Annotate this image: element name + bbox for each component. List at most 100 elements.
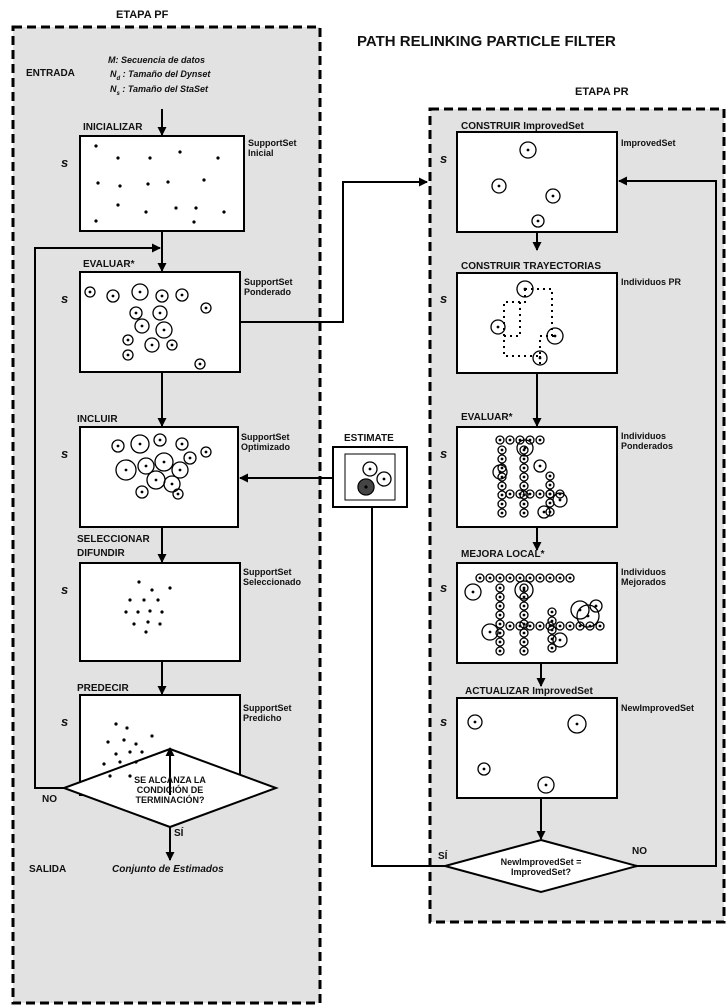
pf-step-label-predecir: PREDECIR <box>77 683 129 694</box>
particle-dot <box>524 447 527 450</box>
stage-pr-title: ETAPA PR <box>575 86 629 98</box>
pf-step-label-inicializar: INICIALIZAR <box>83 122 142 133</box>
particle-dot <box>499 614 502 617</box>
particle-dot <box>159 439 162 442</box>
particle-dot <box>148 156 151 159</box>
particle-dot <box>178 150 181 153</box>
pf-s-symbol-3: s <box>61 446 68 461</box>
pf-set-label-inicial: SupportSetInicial <box>248 138 297 158</box>
particle-dot <box>523 596 526 599</box>
pf-box-inicial <box>80 136 244 231</box>
pf-input-line-3: Ns : Tamaño del StaSet <box>110 84 208 99</box>
particle-dot <box>559 577 562 580</box>
particle-dot <box>364 485 367 488</box>
particle-dot <box>163 461 166 464</box>
particle-dot <box>181 294 184 297</box>
particle-dot <box>134 760 137 763</box>
particle-dot <box>509 439 512 442</box>
pf-output-label: SALIDA <box>29 864 66 875</box>
particle-dot <box>501 512 504 515</box>
particle-dot <box>222 210 225 213</box>
particle-dot <box>501 458 504 461</box>
particle-dot <box>158 622 161 625</box>
particle-dot <box>529 493 532 496</box>
particle-dot <box>114 752 117 755</box>
particle-dot <box>509 493 512 496</box>
particle-dot <box>559 499 562 502</box>
particle-dot <box>174 206 177 209</box>
particle-dot <box>479 577 482 580</box>
pr-set-label-ponderados: IndividuosPonderados <box>621 431 673 451</box>
particle-dot <box>472 591 475 594</box>
particle-dot <box>552 195 555 198</box>
particle-dot <box>501 467 504 470</box>
pf-output-text: Conjunto de Estimados <box>112 864 224 875</box>
particle-dot <box>569 625 572 628</box>
pr-step-label-mejora-local: MEJORA LOCAL* <box>461 549 545 560</box>
particle-dot <box>135 312 138 315</box>
particle-dot <box>159 312 162 315</box>
particle-dot <box>171 344 174 347</box>
particle-dot <box>587 615 590 618</box>
particle-dot <box>94 144 97 147</box>
particle-dot <box>499 587 502 590</box>
particle-dot <box>96 181 99 184</box>
particle-dot <box>139 291 142 294</box>
particle-dot <box>489 631 492 634</box>
pf-s-symbol-5: s <box>61 714 68 729</box>
particle-dot <box>156 598 159 601</box>
pr-step-label-trayectorias: CONSTRUIR TRAYECTORIAS <box>461 261 601 272</box>
particle-dot <box>529 625 532 628</box>
pf-step-label-evaluar: EVALUAR* <box>83 259 134 270</box>
particle-dot <box>499 577 502 580</box>
particle-dot <box>537 220 540 223</box>
particle-dot <box>116 156 119 159</box>
particle-dot <box>127 339 130 342</box>
particle-dot <box>140 750 143 753</box>
pr-set-label-newimprovedset: NewImprovedSet <box>621 703 694 713</box>
pf-input-label: ENTRADA <box>26 68 75 79</box>
particle-dot <box>499 641 502 644</box>
pf-step-label-incluir: INCLUIR <box>77 414 118 425</box>
particle-dot <box>179 469 182 472</box>
particle-dot <box>523 458 526 461</box>
particle-dot <box>529 577 532 580</box>
pr-set-label-improvedset: ImprovedSet <box>621 138 676 148</box>
particle-dot <box>383 478 386 481</box>
particle-dot <box>539 439 542 442</box>
particle-dot <box>142 598 145 601</box>
particle-dot <box>523 614 526 617</box>
particle-dot <box>549 493 552 496</box>
particle-dot <box>551 647 554 650</box>
particle-dot <box>519 577 522 580</box>
pf-set-label-predicho: SupportSetPredicho <box>243 703 292 723</box>
pf-s-symbol-1: s <box>61 155 68 170</box>
particle-dot <box>205 451 208 454</box>
pf-box-optimizado <box>80 427 238 527</box>
particle-dot <box>116 203 119 206</box>
stage-pf-title: ETAPA PF <box>116 9 168 21</box>
particle-dot <box>148 609 151 612</box>
pf-input-line-2: Nd : Tamaño del Dynset <box>110 69 210 84</box>
particle-dot <box>539 357 542 360</box>
particle-dot <box>118 760 121 763</box>
pr-s-symbol-2: s <box>440 291 447 306</box>
particle-dot <box>545 784 548 787</box>
pr-s-symbol-4: s <box>440 580 447 595</box>
particle-dot <box>499 596 502 599</box>
particle-dot <box>114 722 117 725</box>
particle-dot <box>498 185 501 188</box>
pr-set-label-individuos-pr: Individuos PR <box>621 277 681 287</box>
pr-decision-text: NewImprovedSet =ImprovedSet? <box>481 857 601 877</box>
particle-dot <box>122 738 125 741</box>
particle-dot <box>543 511 546 514</box>
pr-s-symbol-1: s <box>440 151 447 166</box>
particle-dot <box>146 182 149 185</box>
pr-step-label-evaluar: EVALUAR* <box>461 412 512 423</box>
particle-dot <box>523 632 526 635</box>
particle-dot <box>141 491 144 494</box>
particle-dot <box>549 625 552 628</box>
particle-dot <box>576 723 579 726</box>
pf-s-symbol-4: s <box>61 582 68 597</box>
